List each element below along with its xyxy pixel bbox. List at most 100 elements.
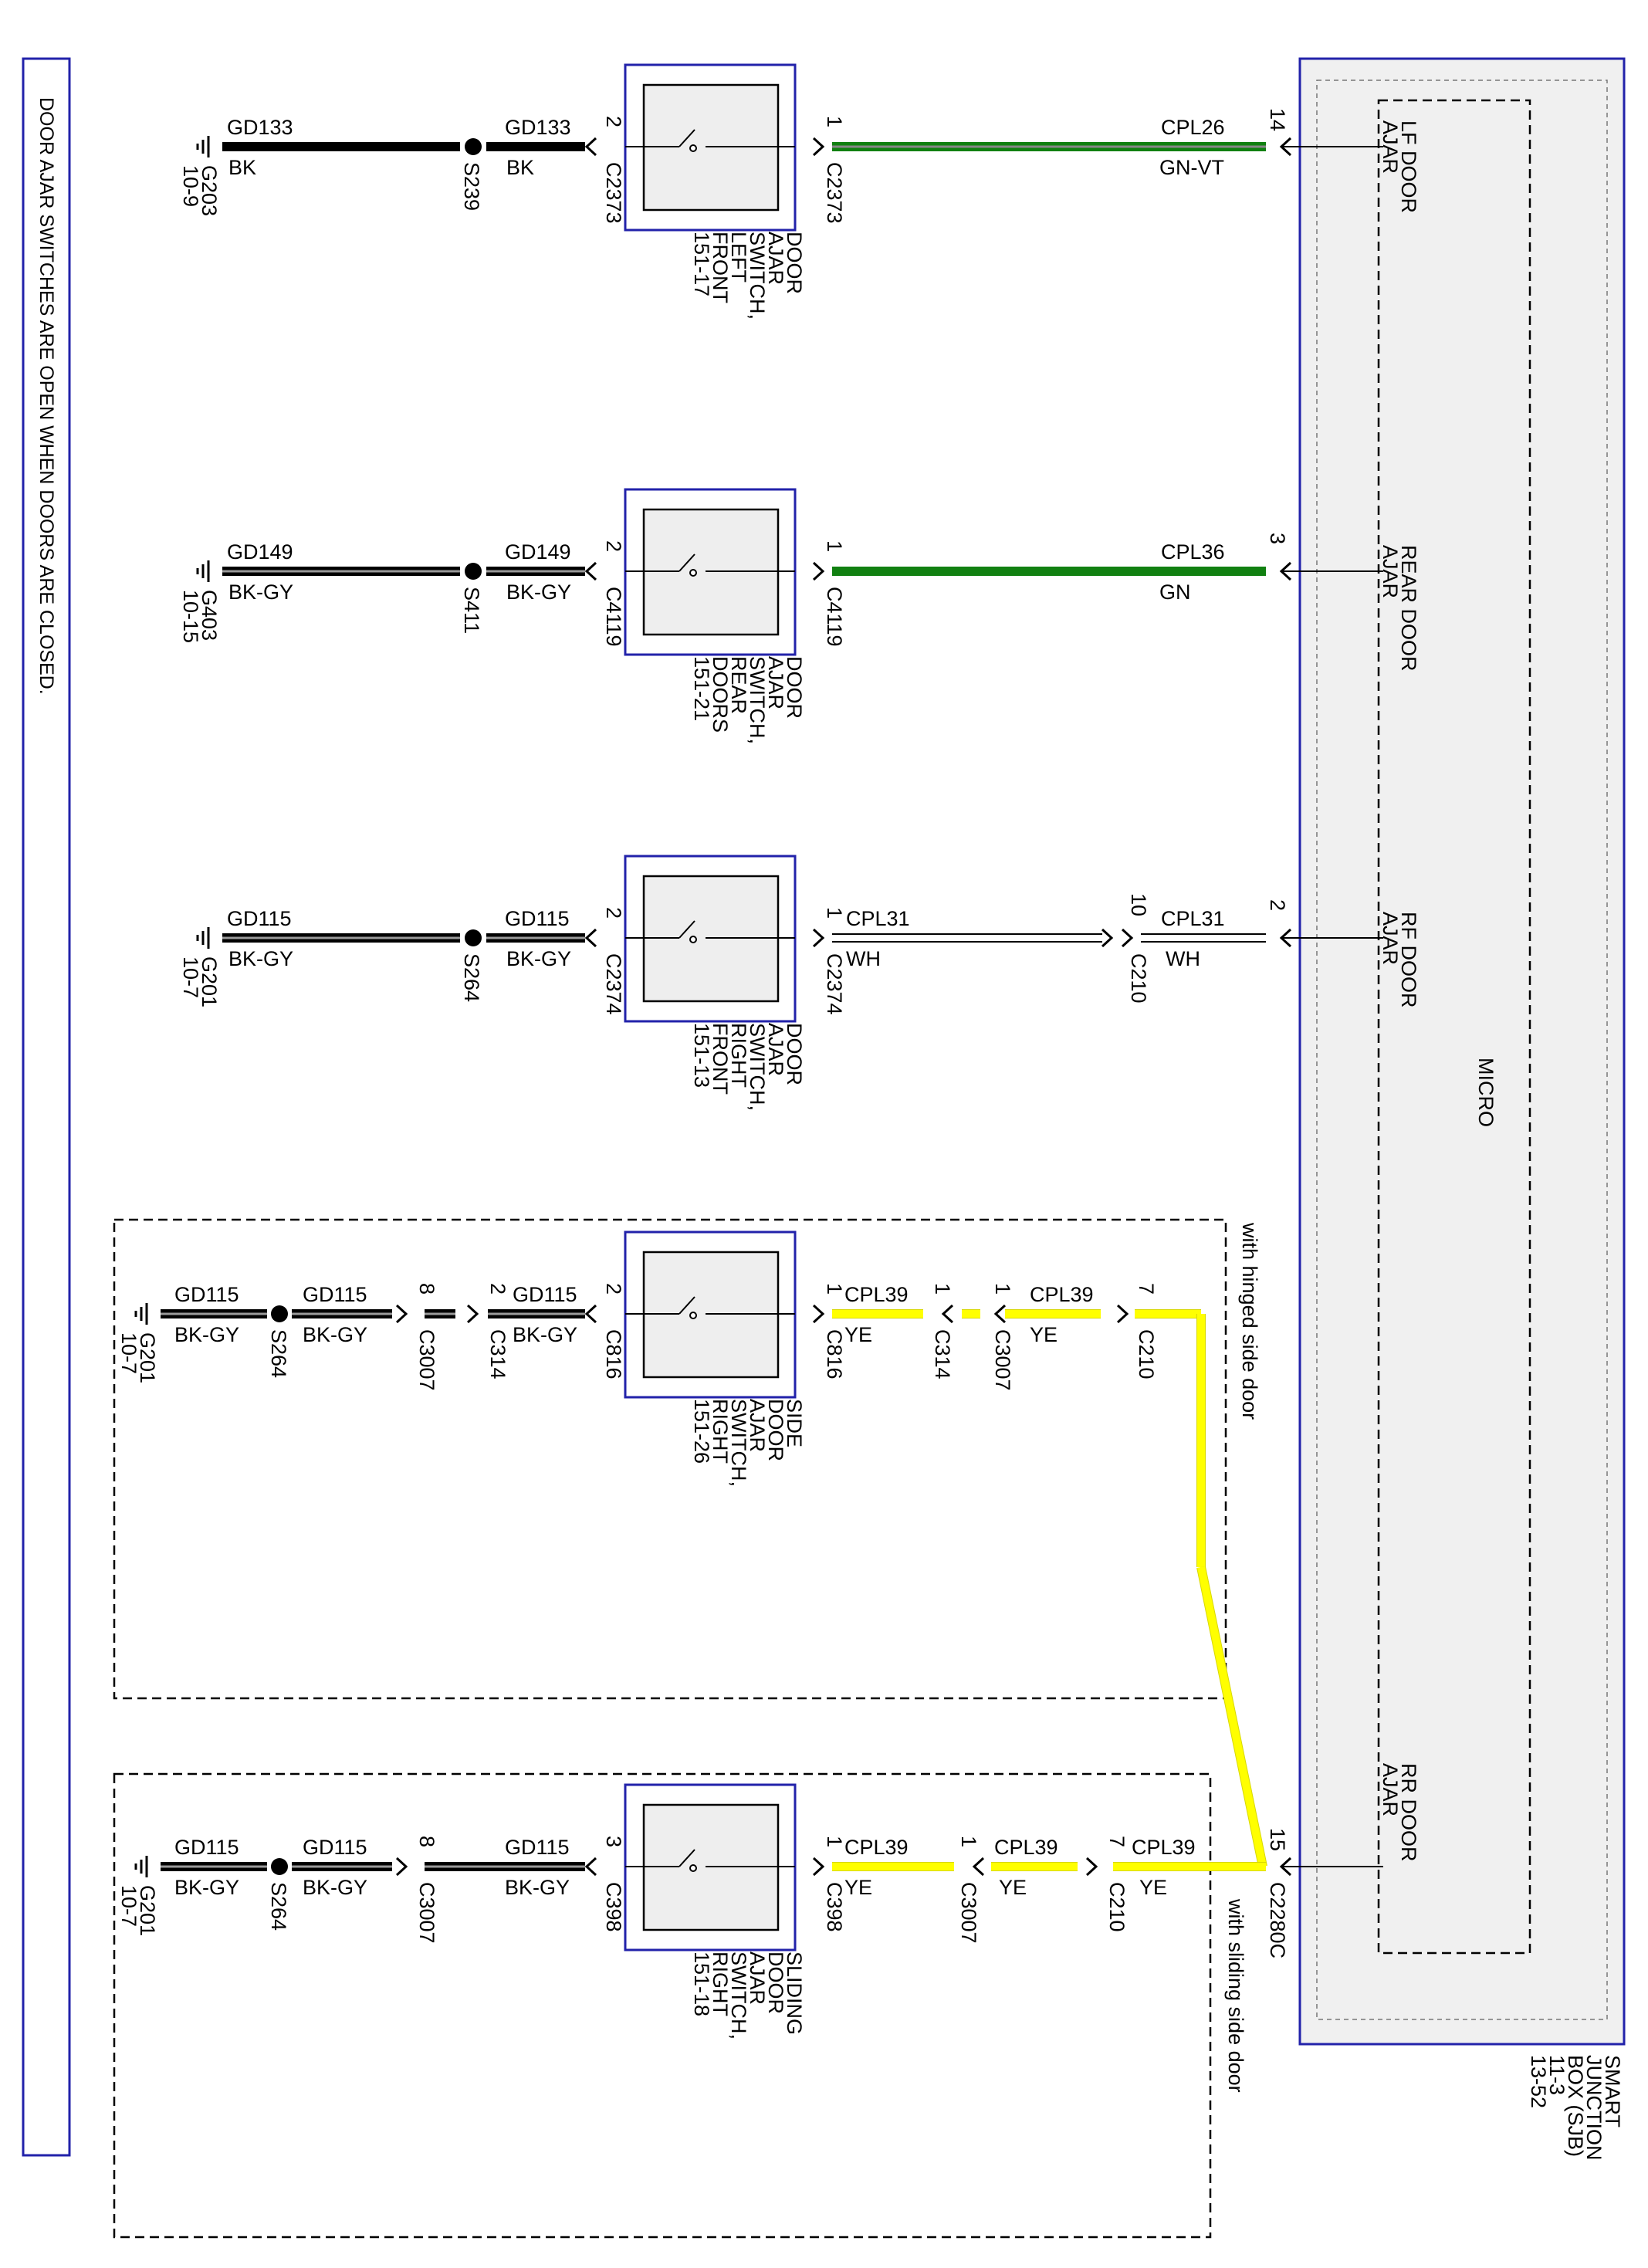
lf-ground-arrow bbox=[584, 137, 597, 157]
rr-splice-label: S264 bbox=[267, 1882, 290, 1931]
rear-ground-page: 10-15 bbox=[179, 590, 202, 643]
lf-ground-wire-b-circuit: GD133 bbox=[505, 116, 571, 139]
lf-ground-connector: C2373 bbox=[602, 162, 625, 224]
rr-signal-wire-2-color: YE bbox=[999, 1876, 1027, 1899]
rr-ground-connector: C398 bbox=[602, 1882, 625, 1932]
side_hinged-switch-name-line-6: 151-26 bbox=[690, 1399, 713, 1464]
rr-signal-arrow bbox=[812, 1857, 825, 1877]
rf-inline-circuit: CPL31 bbox=[1161, 907, 1225, 930]
rf-switch-name-line-3: SWITCH, bbox=[746, 1023, 769, 1111]
side_hinged-splice bbox=[271, 1305, 288, 1322]
lf-switch-name-line-5: FRONT bbox=[709, 232, 732, 303]
rf-splice-label: S264 bbox=[460, 953, 483, 1002]
sjb-name-line-5: 13-52 bbox=[1527, 2055, 1550, 2108]
lf-splice bbox=[465, 138, 482, 155]
rr-ground-name: G201 bbox=[136, 1885, 159, 1936]
side_hinged-switch-name-line-3: AJAR bbox=[746, 1399, 769, 1452]
lf-switch-name-line-6: 151-17 bbox=[690, 232, 713, 296]
sjb-name-line-1: SMART bbox=[1601, 2055, 1624, 2128]
rear-signal-color: GN bbox=[1159, 581, 1191, 604]
side_hinged-signal-c314-pin: 1 bbox=[931, 1283, 954, 1295]
lf-switch-contact bbox=[678, 129, 695, 147]
side_hinged-ground-pin: 2 bbox=[602, 1283, 625, 1295]
rr-splice bbox=[271, 1858, 288, 1875]
rr-ground-wire-2-color: BK-GY bbox=[303, 1876, 367, 1899]
side_hinged-signal-pin: 1 bbox=[823, 1283, 846, 1295]
micro-label: MICRO bbox=[1474, 1058, 1497, 1127]
rf-ground-wire-a-color: BK-GY bbox=[228, 947, 293, 970]
hinged-option-label: with hinged side door bbox=[1238, 1222, 1261, 1420]
side_hinged-switch-contact bbox=[678, 1296, 695, 1315]
hinged-option-frame bbox=[113, 1218, 1227, 1700]
rr-ground-arrow bbox=[584, 1857, 597, 1877]
side_hinged-switch-name-line-1: SIDE bbox=[783, 1399, 806, 1447]
sjb-name-line-4: 11-3 bbox=[1545, 2055, 1568, 2095]
rr-c3007-connector: C3007 bbox=[415, 1882, 438, 1944]
rr-signal-c3007-connector: C3007 bbox=[957, 1882, 980, 1944]
side_hinged-signal-wire-6 bbox=[1197, 1566, 1267, 1868]
side_hinged-signal-wire-3-color: YE bbox=[1030, 1323, 1057, 1346]
rf-signal-color: WH bbox=[846, 947, 881, 970]
side_hinged-switch-name-line-4: SWITCH, bbox=[727, 1399, 750, 1487]
sjb-name: SMART JUNCTION BOX (SJB) 11-3 13-52 bbox=[1527, 2055, 1624, 2161]
rf-switch-name-line-4: RIGHT bbox=[727, 1023, 750, 1088]
lf-switch-name-line-1: DOOR bbox=[783, 232, 806, 294]
rear-signal-pin: 1 bbox=[823, 540, 846, 552]
rr-sjb-pin: 15 bbox=[1266, 1828, 1289, 1851]
rf-switch-contact-point bbox=[689, 936, 697, 943]
rr-signal-wire-1-color: YE bbox=[844, 1876, 872, 1899]
rear-splice bbox=[465, 563, 482, 580]
rr-ground-wire-3-color: BK-GY bbox=[505, 1876, 570, 1899]
side_hinged-signal-c3007-connector: C3007 bbox=[991, 1329, 1014, 1391]
side_hinged-ground-wire-1-color: BK-GY bbox=[174, 1323, 239, 1346]
rear-switch-name-line-2: AJAR bbox=[764, 656, 787, 709]
lf-signal-color: GN-VT bbox=[1159, 156, 1224, 179]
rr-switch-contact bbox=[678, 1849, 695, 1867]
rr-signal-wire-1-circuit: CPL39 bbox=[844, 1836, 909, 1859]
rr-signal-c210-connector: C210 bbox=[1105, 1882, 1129, 1932]
side_hinged-arrow-c210 bbox=[1116, 1304, 1129, 1324]
rf-ground-wire-a-circuit: GD115 bbox=[227, 907, 292, 930]
rr-arrow-c210-signal bbox=[1085, 1857, 1098, 1877]
rr-switch-name-line-5: RIGHT bbox=[709, 1951, 732, 2016]
rr-switch-name-line-2: DOOR bbox=[764, 1951, 787, 2014]
rear-ground-wire-b-circuit: GD149 bbox=[505, 540, 571, 564]
side_hinged-c3007-pin: 8 bbox=[415, 1283, 438, 1295]
rear-signal-connector: C4119 bbox=[823, 587, 846, 647]
side_hinged-c314-connector: C314 bbox=[486, 1329, 509, 1379]
side_hinged-switch-name-line-5: RIGHT bbox=[709, 1399, 732, 1464]
side_hinged-signal-wire-3-circuit: CPL39 bbox=[1030, 1283, 1094, 1306]
rf-input-label-line-1: RF DOOR bbox=[1397, 912, 1420, 1008]
rear-ground-name: G403 bbox=[198, 590, 221, 641]
rf-inline-arrow-a bbox=[1101, 928, 1114, 948]
lf-ground-name: G203 bbox=[198, 165, 221, 216]
side_hinged-ground-wire-4-circuit: GD115 bbox=[513, 1283, 577, 1306]
side_hinged-c3007-connector: C3007 bbox=[415, 1329, 438, 1391]
rear-signal-circuit: CPL36 bbox=[1161, 540, 1225, 564]
side_hinged-signal-c314-connector: C314 bbox=[931, 1329, 954, 1379]
side_hinged-signal-connector: C816 bbox=[823, 1329, 846, 1379]
rr-arrow-c3007 bbox=[395, 1857, 408, 1877]
rear-ground-pin: 2 bbox=[602, 540, 625, 552]
lf-ground-pin: 2 bbox=[602, 116, 625, 127]
sjb-name-line-3: BOX (SJB) bbox=[1564, 2055, 1587, 2157]
lf-ground-wire-a-color: BK bbox=[228, 156, 256, 179]
lf-signal-connector: C2373 bbox=[823, 162, 846, 224]
side_hinged-arrow-c314-signal bbox=[941, 1304, 954, 1324]
rf-signal-circuit: CPL31 bbox=[846, 907, 910, 930]
rr-ground-page: 10-7 bbox=[117, 1885, 140, 1927]
rear-splice-label: S411 bbox=[460, 587, 483, 634]
rf-ground-pin: 2 bbox=[602, 907, 625, 919]
side_hinged-ground-connector: C816 bbox=[602, 1329, 625, 1379]
rf-inline-connector: C210 bbox=[1127, 953, 1150, 1004]
side_hinged-c314-pin: 2 bbox=[486, 1283, 509, 1295]
rf-sjb-pin: 2 bbox=[1266, 899, 1289, 911]
rear-switch-name-line-6: 151-21 bbox=[690, 656, 713, 721]
rear-ground-wire-a-color: BK-GY bbox=[228, 581, 293, 604]
lf-ground-wire-b-color: BK bbox=[506, 156, 534, 179]
side_hinged-arrow-c314 bbox=[466, 1304, 479, 1324]
rf-switch-contact bbox=[678, 920, 695, 939]
rf-ground-connector: C2374 bbox=[602, 953, 625, 1015]
rf-switch-name-line-5: FRONT bbox=[709, 1023, 732, 1095]
